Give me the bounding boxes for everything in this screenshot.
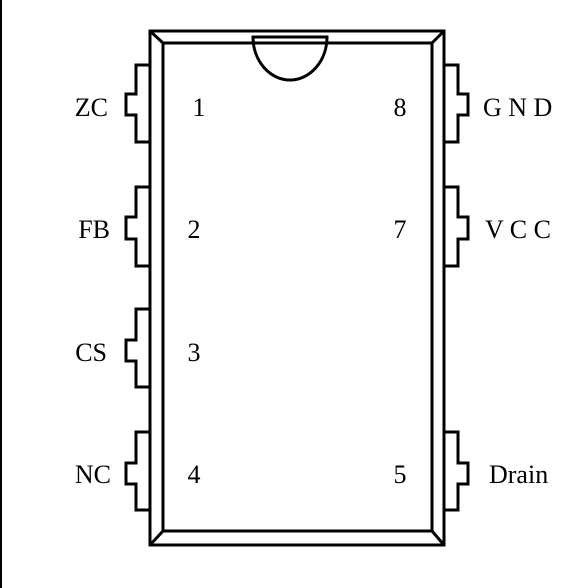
pin-number-5: 5 xyxy=(394,460,407,489)
pin-name-7: V C C xyxy=(485,215,551,244)
pin-number-3: 3 xyxy=(188,338,201,367)
pin-name-5: Drain xyxy=(489,460,548,489)
pin-name-4: NC xyxy=(75,460,111,489)
bevel-top-right xyxy=(430,29,446,45)
pin-number-4: 4 xyxy=(188,460,201,489)
ic-package-body xyxy=(148,29,446,547)
pin-lead-8 xyxy=(444,63,470,144)
pin-number-2: 2 xyxy=(188,215,201,244)
pin-name-8: G N D xyxy=(483,93,552,122)
pin-number-8: 8 xyxy=(394,93,407,122)
pin-lead-7 xyxy=(444,185,470,268)
pin-lead-1 xyxy=(124,63,150,144)
bevel-bottom-left xyxy=(148,529,165,547)
pin-name-2: FB xyxy=(78,215,110,244)
pin-name-1: ZC xyxy=(75,93,108,122)
pin-number-7: 7 xyxy=(394,215,407,244)
pin-lead-3 xyxy=(124,307,150,389)
pin-lead-2 xyxy=(124,185,150,268)
pin-name-3: CS xyxy=(75,338,107,367)
semicircle-notch xyxy=(251,35,329,82)
pin-number-1: 1 xyxy=(193,93,206,122)
pin-lead-4 xyxy=(124,430,150,512)
pin-lead-5 xyxy=(444,430,470,512)
package-inner-outline xyxy=(161,41,434,533)
bevel-top-left xyxy=(148,29,165,45)
bevel-bottom-right xyxy=(430,530,446,546)
package-outer-outline xyxy=(148,29,446,547)
